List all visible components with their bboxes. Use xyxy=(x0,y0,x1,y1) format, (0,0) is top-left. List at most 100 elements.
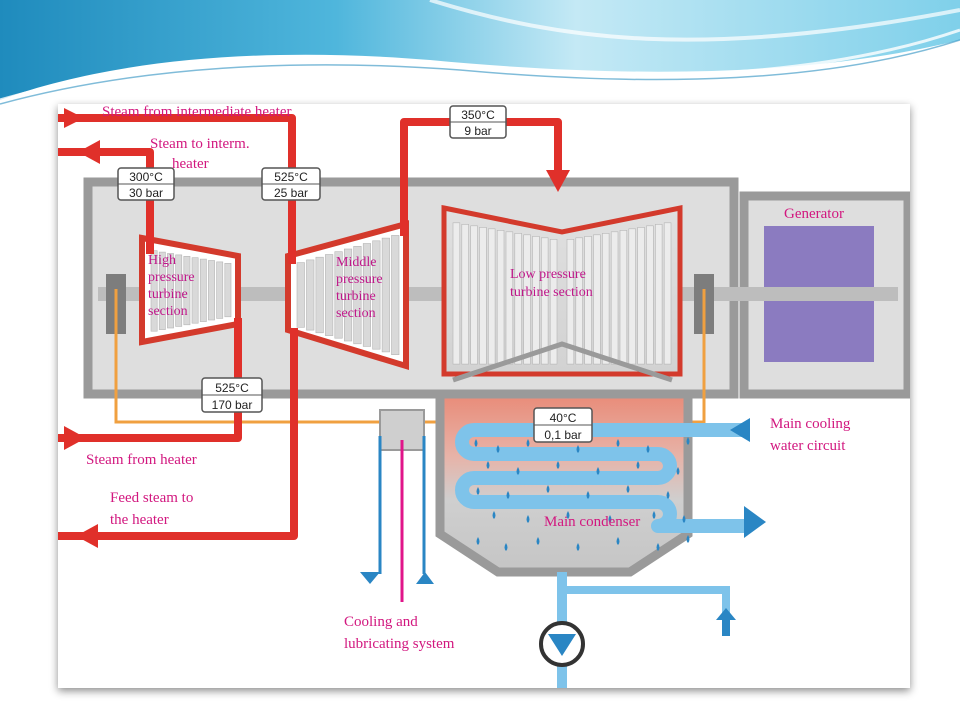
turbine-blade xyxy=(593,234,601,365)
droplet-icon xyxy=(504,543,508,551)
diagram-frame: 300°C 30 bar 525°C 25 bar 350°C 9 bar 52… xyxy=(58,104,910,688)
badge-525c-170bar: 525°C 170 bar xyxy=(201,377,263,413)
turbine-blade xyxy=(362,243,372,347)
droplet-icon xyxy=(686,437,690,445)
slide-header-wave xyxy=(0,0,960,105)
steam-turbine-diagram: 300°C 30 bar 525°C 25 bar 350°C 9 bar 52… xyxy=(58,104,910,688)
badge-525c-25bar: 525°C 25 bar xyxy=(261,167,321,201)
turbine-blade xyxy=(470,225,478,365)
droplet-icon xyxy=(474,439,478,447)
turbine-blade xyxy=(549,239,558,365)
pump-icon xyxy=(539,621,585,667)
turbine-blade xyxy=(334,251,343,339)
arrow-icon xyxy=(76,524,98,548)
droplet-icon xyxy=(652,511,656,519)
droplet-icon xyxy=(596,467,600,475)
label-steam-from-heater: Steam from heater xyxy=(86,452,197,468)
arrow-icon xyxy=(730,418,750,442)
svg-text:25 bar: 25 bar xyxy=(274,186,308,200)
steam-pipe-intermediate-in xyxy=(58,114,296,264)
droplet-icon xyxy=(492,511,496,519)
droplet-icon xyxy=(576,543,580,551)
turbine-blade xyxy=(628,228,636,365)
turbine-blade xyxy=(199,258,207,322)
arrow-icon xyxy=(360,572,380,584)
svg-text:170 bar: 170 bar xyxy=(212,398,253,412)
turbine-blade xyxy=(167,253,174,329)
turbine-blade xyxy=(496,230,505,365)
arrow-icon xyxy=(716,608,736,620)
svg-text:300°C: 300°C xyxy=(129,170,163,184)
turbine-blade xyxy=(150,250,158,332)
mp-turbine-blades xyxy=(296,235,400,355)
droplet-icon xyxy=(476,537,480,545)
return-line xyxy=(562,586,730,616)
droplet-icon xyxy=(636,461,640,469)
steam-pipe-feed-to-heater xyxy=(58,328,298,540)
oil-line xyxy=(114,289,438,424)
turbine-blade xyxy=(216,261,224,319)
badge-350c-9bar: 350°C 9 bar xyxy=(449,105,507,139)
droplet-icon xyxy=(516,467,520,475)
arrow-icon xyxy=(78,140,100,164)
turbine-blade xyxy=(372,240,381,350)
droplet-icon xyxy=(556,461,560,469)
label-feed-steam-to-heater: Feed steam to the heater xyxy=(110,490,197,528)
droplet-icon xyxy=(586,491,590,499)
steam-pipe-from-heater xyxy=(58,318,242,442)
turbine-blade xyxy=(306,259,315,331)
droplet-icon xyxy=(682,515,686,523)
droplet-icon xyxy=(666,491,670,499)
label-main-cooling-water-circuit: Main cooling water circuit xyxy=(770,416,854,454)
turbine-blade xyxy=(575,237,583,365)
label-steam-from-intermediate-heater: Steam from intermediate heater xyxy=(102,104,292,120)
lp-turbine-blades xyxy=(452,222,672,365)
turbine-blade xyxy=(637,227,645,365)
droplet-icon xyxy=(476,487,480,495)
turbine-blade xyxy=(343,248,353,342)
label-generator: Generator xyxy=(784,206,844,222)
droplet-icon xyxy=(526,439,530,447)
svg-text:350°C: 350°C xyxy=(461,108,495,122)
turbine-blade xyxy=(191,257,199,324)
turbine-blade xyxy=(208,260,215,321)
arrow-icon xyxy=(546,170,570,192)
turbine-blade xyxy=(523,234,531,365)
arrow-icon xyxy=(64,426,86,450)
turbine-blade xyxy=(381,237,390,353)
turbine-blade xyxy=(646,225,654,365)
turbine-blade xyxy=(514,233,522,365)
arrow-icon xyxy=(744,506,766,538)
droplet-icon xyxy=(576,445,580,453)
turbine-blade xyxy=(452,222,461,365)
droplet-icon xyxy=(506,491,510,499)
turbine-blade xyxy=(654,224,663,365)
turbine-blade xyxy=(479,227,487,365)
turbine-blade xyxy=(619,230,628,365)
turbine-blade xyxy=(158,251,166,330)
badge-40c-0-1bar: 40°C 0,1 bar xyxy=(533,407,593,443)
droplet-icon xyxy=(656,543,660,551)
droplet-icon xyxy=(626,485,630,493)
turbine-blade xyxy=(325,254,334,336)
condenser-droplets xyxy=(474,437,690,551)
turbine-blade xyxy=(315,256,324,334)
droplet-icon xyxy=(496,445,500,453)
droplet-icon xyxy=(686,535,690,543)
svg-text:525°C: 525°C xyxy=(274,170,308,184)
svg-text:525°C: 525°C xyxy=(215,381,249,395)
turbine-blade xyxy=(584,236,592,365)
arrow-icon xyxy=(416,572,434,584)
droplet-icon xyxy=(566,511,570,519)
droplet-icon xyxy=(646,445,650,453)
droplet-icon xyxy=(546,485,550,493)
turbine-blade xyxy=(610,231,619,365)
droplet-icon xyxy=(676,467,680,475)
lp-exhaust-diffuser xyxy=(452,341,673,383)
mp-section-label: Middle pressure turbine section xyxy=(336,255,386,321)
svg-text:9 bar: 9 bar xyxy=(464,124,491,138)
hp-section-label: High pressure turbine section xyxy=(148,253,198,319)
svg-text:30 bar: 30 bar xyxy=(129,186,163,200)
turbine-blade xyxy=(487,228,496,365)
lp-section-label: Low pressure turbine section xyxy=(510,267,593,300)
